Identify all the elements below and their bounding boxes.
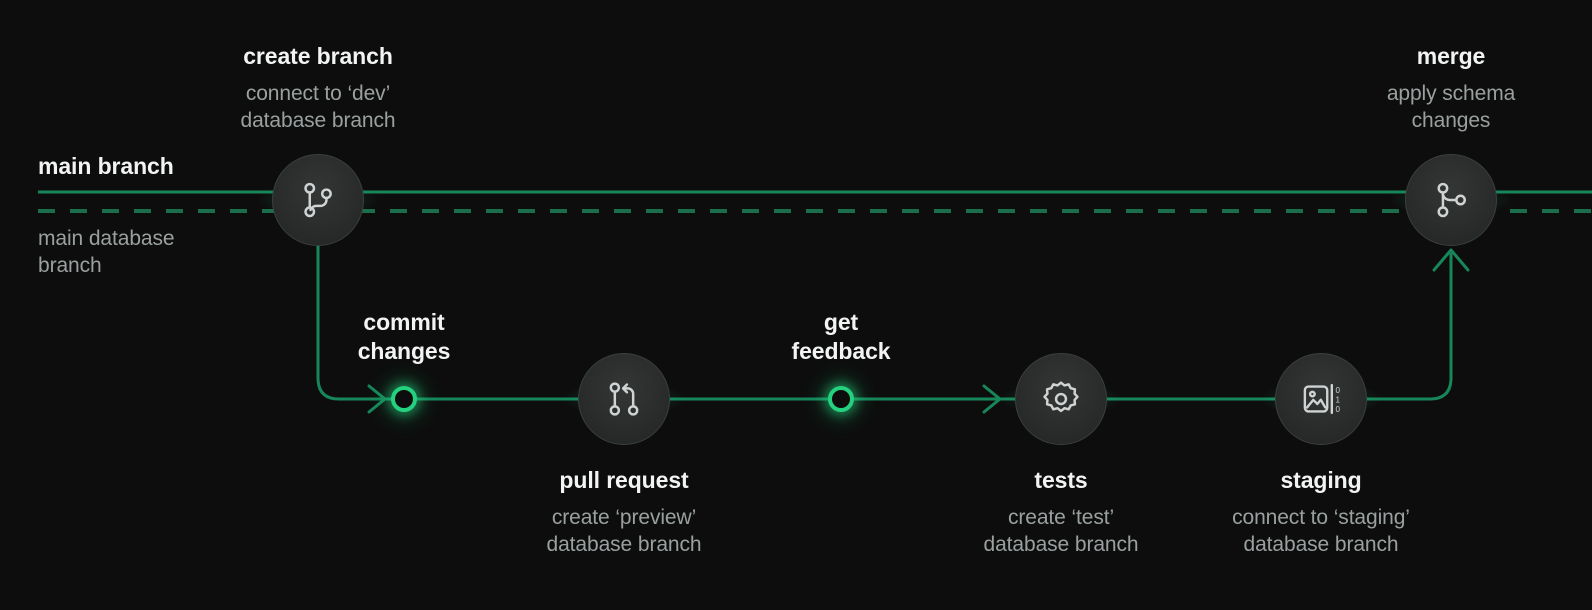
main-database-branch-label: main database branch [38, 227, 175, 277]
node-create-branch-title: create branch [243, 43, 393, 69]
svg-text:0: 0 [1335, 386, 1340, 395]
node-staging[interactable]: 0 1 0 [1275, 353, 1367, 445]
svg-text:1: 1 [1335, 395, 1340, 404]
node-merge[interactable] [1405, 154, 1497, 246]
node-create-branch-subtitle: connect to ‘dev’ database branch [240, 82, 396, 132]
node-create-branch[interactable] [272, 154, 364, 246]
merge-rise-path [1367, 248, 1470, 401]
node-staging-title: staging [1280, 467, 1362, 493]
node-staging-subtitle: connect to ‘staging’ database branch [1232, 506, 1410, 556]
node-tests-subtitle: create ‘test’ database branch [983, 506, 1139, 556]
node-commit-changes[interactable] [391, 386, 417, 412]
node-get-feedback-title: get feedback [791, 309, 891, 365]
main-branch-label: main branch [38, 153, 174, 179]
node-merge-title: merge [1416, 43, 1486, 69]
node-commit-changes-title: commit changes [357, 309, 451, 365]
git-branch-icon [296, 178, 340, 222]
node-tests[interactable] [1015, 353, 1107, 445]
image-data-icon: 0 1 0 [1299, 377, 1343, 421]
node-get-feedback[interactable] [828, 386, 854, 412]
node-pull-request-title: pull request [559, 467, 689, 493]
gear-icon [1039, 377, 1083, 421]
arrow-to-tests [982, 384, 1002, 414]
git-pull-request-icon [602, 377, 646, 421]
node-tests-title: tests [1034, 467, 1088, 493]
node-pull-request[interactable] [578, 353, 670, 445]
svg-text:0: 0 [1335, 405, 1340, 414]
node-pull-request-subtitle: create ‘preview’ database branch [546, 506, 702, 556]
node-merge-subtitle: apply schema changes [1386, 82, 1516, 132]
git-merge-icon [1429, 178, 1473, 222]
